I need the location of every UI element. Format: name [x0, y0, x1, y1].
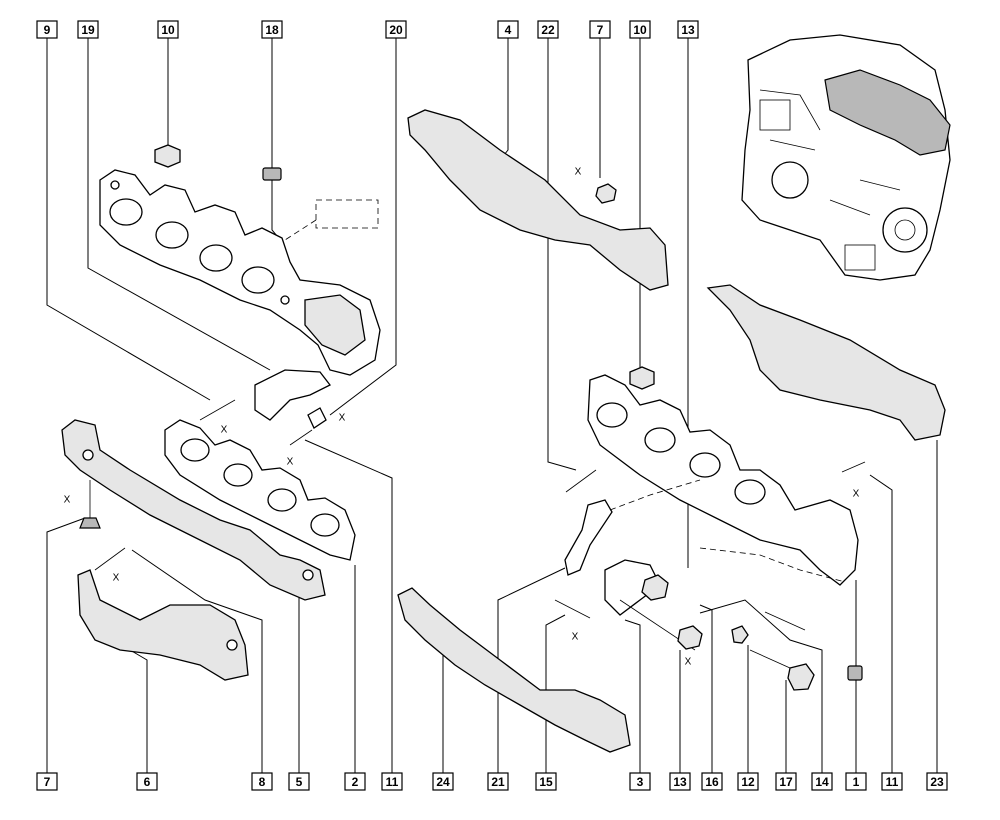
parts-fasteners-group	[641, 574, 815, 691]
part-8-bolt	[94, 547, 126, 571]
callout-19: 19	[77, 20, 99, 39]
svg-text:17: 17	[779, 775, 793, 789]
callout-11: 11	[381, 772, 403, 791]
torque-marks: X X X X X X X X X	[64, 167, 860, 668]
part-1-stud	[847, 665, 863, 681]
callout-24: 24	[432, 772, 454, 791]
svg-text:21: 21	[491, 775, 505, 789]
callout-10: 10	[157, 20, 179, 39]
part-21-bracket	[564, 499, 613, 576]
callout-14: 14	[811, 772, 833, 791]
svg-text:11: 11	[386, 775, 399, 789]
svg-text:10: 10	[161, 23, 175, 37]
svg-text:3: 3	[637, 775, 644, 789]
svg-text:14: 14	[815, 775, 829, 789]
part-10-nut-right	[629, 366, 655, 390]
callout-5: 5	[288, 772, 310, 791]
part-18-stud	[262, 167, 282, 181]
svg-text:8: 8	[259, 775, 266, 789]
svg-text:20: 20	[389, 23, 403, 37]
dashed-guides	[609, 479, 846, 583]
torque-mark: X	[64, 495, 71, 506]
torque-mark: X	[221, 425, 228, 436]
callout-22: 22	[537, 20, 559, 39]
svg-text:10: 10	[633, 23, 647, 37]
callout-1: 1	[845, 772, 867, 791]
callout-7-bottom: 7	[36, 772, 58, 791]
torque-mark: X	[575, 167, 582, 178]
part-22-stud	[565, 469, 597, 493]
svg-text:15: 15	[539, 775, 553, 789]
part-7-nut	[595, 183, 617, 204]
svg-text:9: 9	[44, 23, 51, 37]
bottom-callouts: 7 6 8 5 2 11 24 21 15 3 13 16 12 17 14 1…	[36, 772, 948, 791]
part-1-exhaust-manifold	[587, 374, 859, 586]
part-7-stud	[79, 480, 101, 529]
part-19-exhaust-manifold	[99, 169, 381, 376]
torque-mark: X	[287, 457, 294, 468]
callout-13-bottom: 13	[669, 772, 691, 791]
svg-text:1: 1	[853, 775, 860, 789]
part-9-bolt	[199, 399, 236, 421]
leader-lines	[46, 38, 938, 773]
svg-text:7: 7	[44, 775, 51, 789]
svg-text:13: 13	[673, 775, 687, 789]
torque-mark: X	[572, 632, 579, 643]
part-4-upper-heat-shield	[407, 109, 669, 291]
reference-box	[315, 199, 379, 229]
svg-text:7: 7	[597, 23, 604, 37]
part-2-gasket	[164, 419, 356, 561]
top-callouts: 9 19 10 18 20 4 22 7 10 13	[36, 20, 699, 39]
callout-13: 13	[677, 20, 699, 39]
svg-text:6: 6	[144, 775, 151, 789]
svg-text:5: 5	[296, 775, 303, 789]
callout-8: 8	[251, 772, 273, 791]
callout-6: 6	[136, 772, 158, 791]
torque-mark: X	[339, 413, 346, 424]
torque-mark: X	[685, 657, 692, 668]
callout-16: 16	[701, 772, 723, 791]
svg-text:12: 12	[741, 775, 755, 789]
callout-18: 18	[261, 20, 283, 39]
part-6-lower-shield	[77, 569, 249, 681]
torque-mark: X	[853, 489, 860, 500]
callout-21: 21	[487, 772, 509, 791]
part-11-bolt	[289, 407, 327, 446]
callout-7: 7	[589, 20, 611, 39]
svg-text:18: 18	[265, 23, 279, 37]
svg-text:4: 4	[505, 23, 512, 37]
callout-17: 17	[775, 772, 797, 791]
svg-text:13: 13	[681, 23, 695, 37]
part-24-lower-heat-shield	[397, 587, 631, 753]
part-10-nut	[154, 144, 181, 168]
svg-text:11: 11	[886, 775, 899, 789]
part-23-heat-shield	[706, 284, 946, 441]
svg-text:22: 22	[541, 23, 555, 37]
callout-11-right: 11	[881, 772, 903, 791]
part-20-bracket	[254, 369, 331, 421]
svg-text:23: 23	[930, 775, 944, 789]
callout-3: 3	[629, 772, 651, 791]
callout-9: 9	[36, 20, 58, 39]
callout-20: 20	[385, 20, 407, 39]
callout-2: 2	[344, 772, 366, 791]
callout-12: 12	[737, 772, 759, 791]
svg-text:24: 24	[436, 775, 450, 789]
callout-15: 15	[535, 772, 557, 791]
callout-10b: 10	[629, 20, 651, 39]
svg-text:16: 16	[705, 775, 719, 789]
engine-block-illustration	[741, 34, 951, 281]
callout-23: 23	[926, 772, 948, 791]
part-15-bolt	[554, 599, 591, 619]
part-11-bolt-right	[841, 461, 866, 473]
svg-text:2: 2	[352, 775, 359, 789]
torque-mark: X	[113, 573, 120, 584]
part-5-heat-shield	[61, 419, 326, 601]
callout-4: 4	[497, 20, 519, 39]
svg-text:19: 19	[81, 23, 95, 37]
